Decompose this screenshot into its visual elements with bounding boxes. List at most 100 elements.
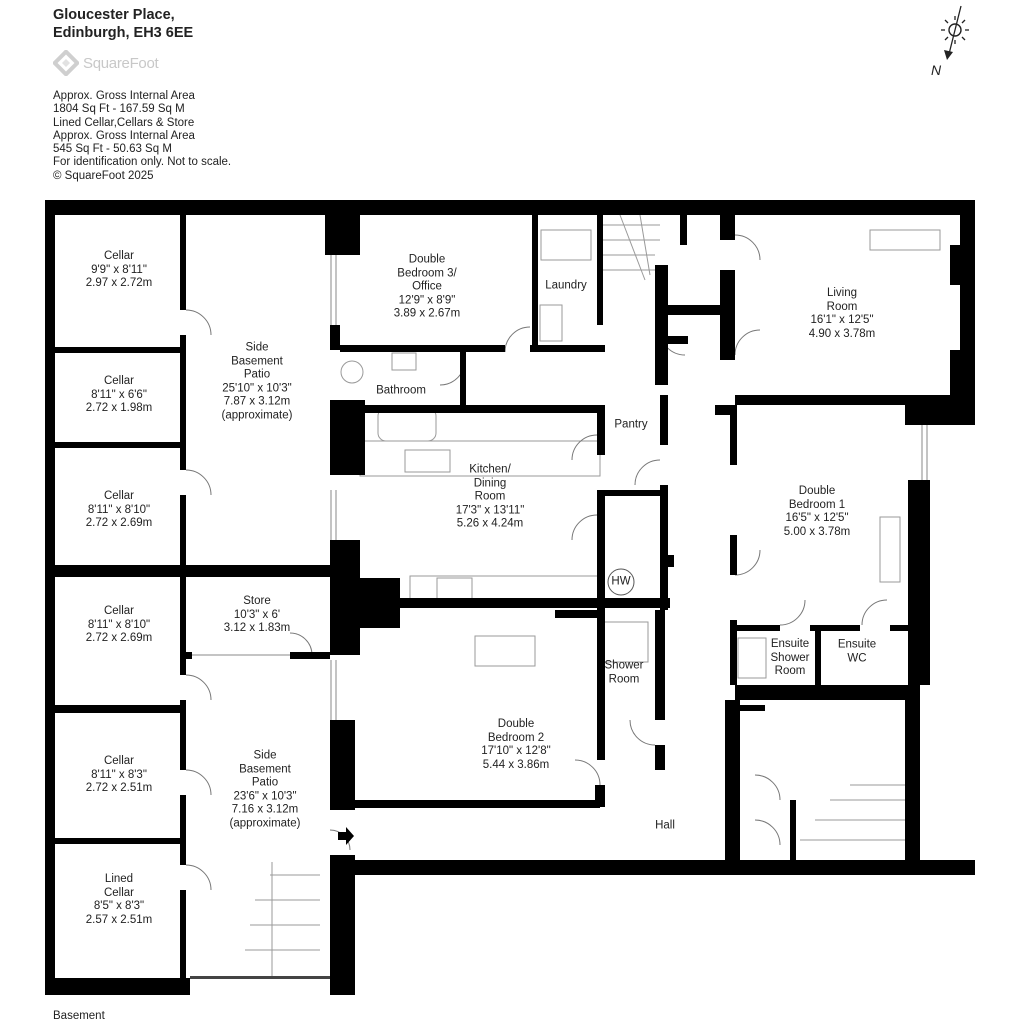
room-label-line: Living [826, 287, 858, 299]
room-label-line: 2.57 x 2.51m [85, 913, 153, 926]
room-label-line: 4.90 x 3.78m [808, 327, 876, 340]
room-label-line: 5.44 x 3.86m [482, 758, 550, 771]
hw-cylinder-icon [607, 568, 635, 596]
room-label-line: 16'1" x 12'5" [810, 314, 874, 326]
shower-tray-icon [602, 621, 649, 663]
room-label-line: Patio [243, 368, 271, 381]
north-label: N [931, 62, 942, 78]
sun-north-arrow-icon [941, 5, 969, 60]
note-line: For identification only. Not to scale. [53, 156, 232, 169]
entrance-arrow-icon [338, 827, 354, 845]
room-label-line: 10'3" x 6' [233, 608, 281, 621]
laundry-sink-icon [539, 304, 563, 342]
room-label-line: Pantry [614, 418, 648, 431]
room-label-line: 17'10" x 12'8" [481, 745, 551, 757]
room-label-line: Room [826, 300, 858, 313]
room-label-line: Bedroom 1 [788, 498, 846, 511]
room-label-line: Kitchen/ [469, 463, 511, 476]
room-label-line: Bedroom 3/ [397, 266, 457, 279]
room-label-line: Double [497, 718, 535, 730]
room-label-line: 7.16 x 3.12m [231, 803, 299, 816]
room-label-line: 16'5" x 12'5" [785, 512, 849, 524]
room-label-line: Side [253, 749, 277, 762]
copyright: © SquareFoot 2025 [53, 169, 154, 182]
room-label-line: Patio [251, 776, 279, 789]
note-line: Approx. Gross Internal Area [53, 129, 195, 142]
room-label-line: Ensuite [770, 637, 810, 650]
area-notes: Approx. Gross Internal Area 1804 Sq Ft -… [53, 90, 231, 183]
room-label-line: HW [611, 575, 631, 588]
room-label-line: Cellar [103, 754, 135, 767]
room-label-line: Store [243, 594, 271, 607]
room-label-line: 9'9" x 8'11" [91, 263, 147, 276]
room-label-line: Lined [104, 873, 134, 885]
logo-text: SquareFoot [83, 54, 159, 72]
room-label-line: 5.00 x 3.78m [783, 525, 851, 538]
room-label-line: Shower [770, 651, 810, 664]
room-label-line: 2.97 x 2.72m [85, 276, 153, 289]
room-label-line: Laundry [545, 279, 587, 292]
room-label-line: Double [408, 253, 446, 266]
room-label-line: 2.72 x 2.51m [85, 781, 153, 794]
room-label-line: 17'3" x 13'11" [455, 503, 525, 516]
room-label-line: 12'9" x 8'9" [398, 293, 456, 306]
floor-label: Basement [53, 1010, 105, 1022]
room-label-line: Basement [239, 763, 291, 775]
squarefoot-logo-icon [53, 50, 79, 76]
room-label-line: Cellar [103, 374, 135, 387]
room-label-line: 3.12 x 1.83m [223, 621, 291, 634]
room-label-hw-cupboard: HW [611, 575, 630, 589]
note-line: 1804 Sq Ft - 167.59 Sq M [53, 103, 185, 116]
room-label-line: Cellar [103, 604, 135, 617]
note-line: 545 Sq Ft - 50.63 Sq M [53, 143, 172, 156]
room-label-line: 25'10" x 10'3" [222, 382, 292, 394]
laundry-worktop [540, 229, 592, 261]
note-line: Approx. Gross Internal Area [53, 90, 195, 102]
room-label-line: Basement [231, 355, 283, 367]
room-label-line: Cellar [103, 249, 135, 262]
basin-icon [391, 352, 417, 371]
room-label-line: WC [847, 652, 867, 664]
room-label-line: Shower [604, 659, 644, 672]
room-label-pantry: Pantry [614, 418, 647, 432]
room-label-line: Ensuite [837, 638, 877, 651]
room-label-line: Room [474, 490, 506, 503]
shower-tray-icon [737, 637, 767, 679]
room-label-line: Side [245, 341, 269, 354]
room-label-line: Cellar [103, 886, 135, 899]
title-line-2: Edinburgh, EH3 6EE [53, 25, 194, 41]
room-label-line: 8'5" x 8'3" [93, 900, 145, 912]
fireplace-icon [879, 516, 901, 583]
room-label-line: 23'6" x 10'3" [233, 790, 297, 802]
squarefoot-logo: SquareFoot [53, 50, 159, 76]
property-title: Gloucester Place, Edinburgh, EH3 6EE [53, 6, 193, 42]
room-label-line: 2.72 x 2.69m [85, 516, 153, 529]
room-label-line: 7.87 x 3.12m [223, 395, 291, 408]
room-label-line: Hall [655, 819, 675, 832]
room-label-line: Bedroom 2 [487, 731, 545, 744]
room-label-line: Double [798, 485, 836, 497]
room-label-line: 3.89 x 2.67m [393, 307, 461, 320]
sink-icon [404, 449, 451, 473]
toilet-icon [340, 360, 364, 384]
room-label-line: Dining [473, 476, 507, 489]
room-label-line: 8'11" x 6'6" [91, 388, 147, 401]
room-label-hall: Hall [655, 819, 675, 833]
room-label-line: Cellar [103, 489, 135, 502]
room-label-line: 8'11" x 8'10" [87, 503, 151, 516]
room-label-line: Office [412, 280, 442, 293]
fireplace-icon [869, 229, 941, 251]
